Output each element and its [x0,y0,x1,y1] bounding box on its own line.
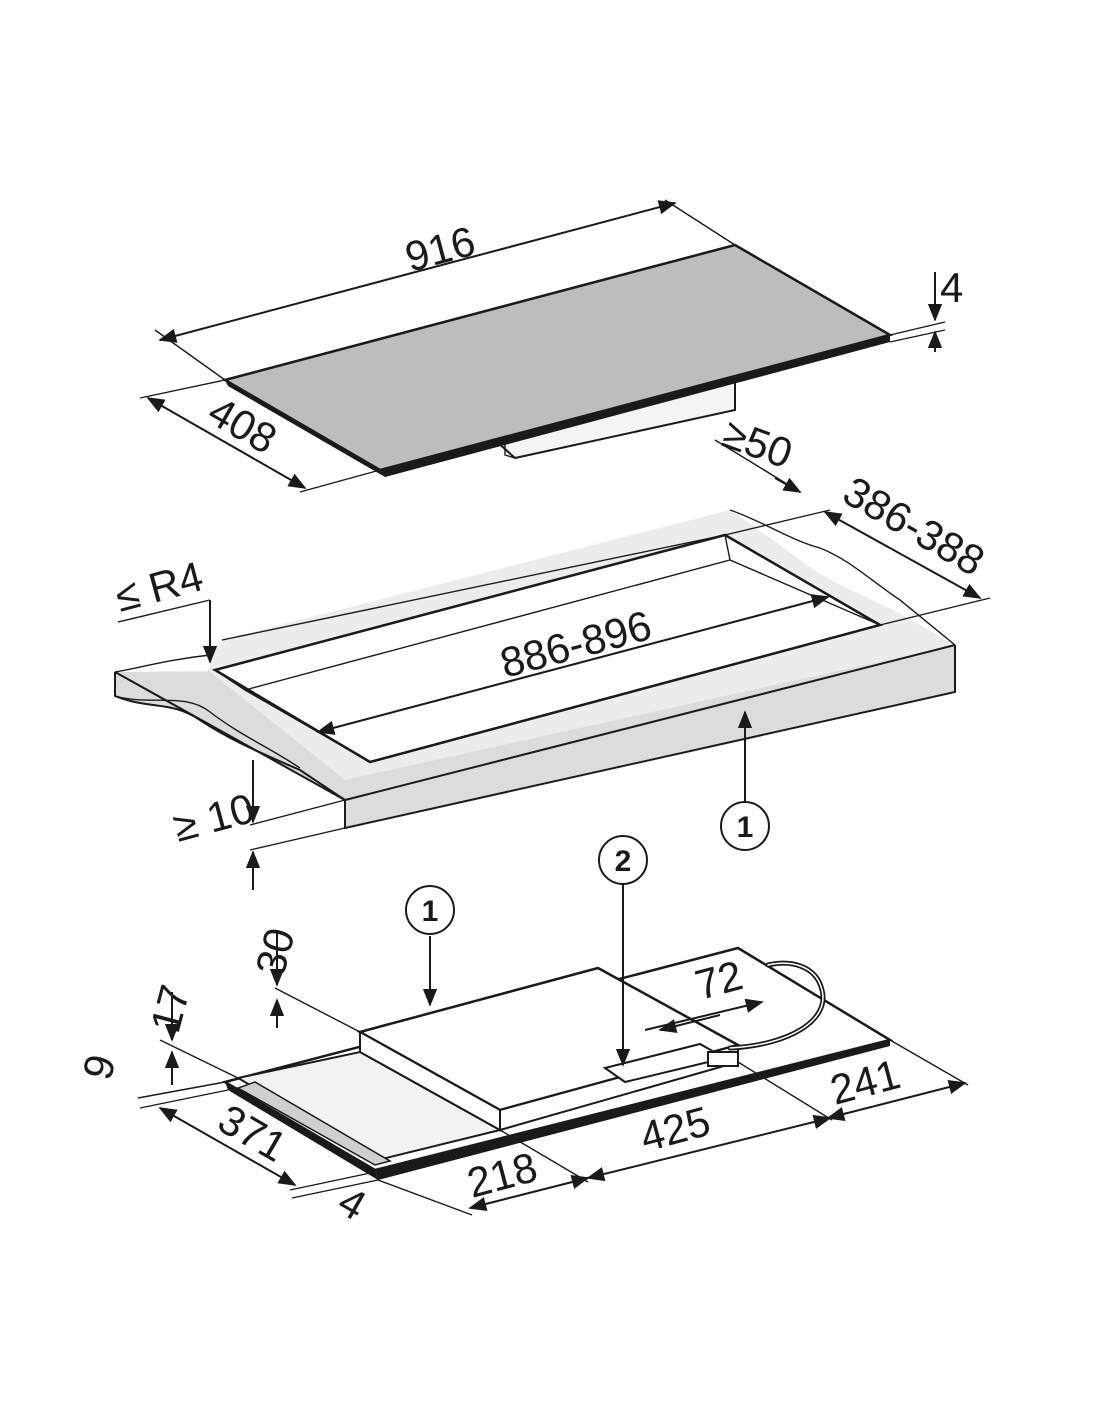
callout-1-bottom-number: 1 [422,895,439,928]
label-30: 30 [246,923,303,980]
dim-17: 17 [141,980,239,1085]
label-916: 916 [400,217,480,281]
dim-9: 9 [73,1050,229,1109]
dim-50: ≥50 [714,409,802,493]
callout-1-worktop: 1 [720,710,770,851]
label-4-bottom: 4 [331,1177,375,1229]
dim-30: 30 [246,923,361,1033]
underside-view [221,946,894,1180]
callout-1-top-number: 1 [737,811,754,844]
dim-4-bottom: 4 [289,1171,379,1229]
label-17: 17 [141,980,198,1037]
label-10: ≥ 10 [168,784,259,850]
label-9: 9 [73,1050,124,1085]
dim-4-thickness: 4 [889,264,963,352]
label-50: ≥50 [717,409,799,477]
label-4-thickness: 4 [940,264,963,311]
callout-2-connection: 2 [598,835,648,1067]
label-386-388: 386-388 [836,467,993,585]
dim-r4: ≤ R4 [110,552,218,664]
label-r4: ≤ R4 [110,552,208,620]
callout-1-block: 1 [405,885,455,1007]
callout-2-number: 2 [615,845,632,878]
